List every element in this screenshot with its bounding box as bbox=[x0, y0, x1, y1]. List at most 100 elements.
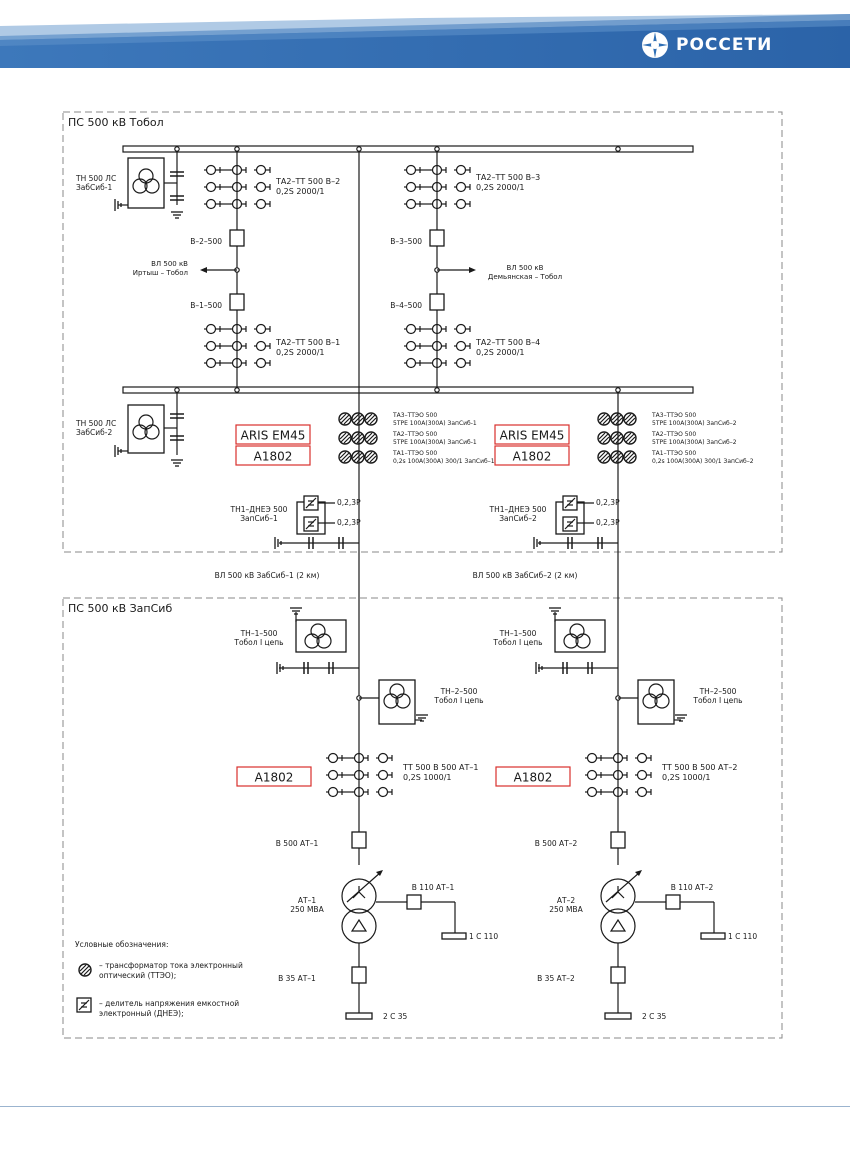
dnez-class-label: 0,2,3Р bbox=[596, 518, 620, 527]
vt-winding bbox=[389, 683, 405, 699]
vt-winding bbox=[569, 623, 585, 639]
ttzo-hatch bbox=[353, 452, 363, 462]
bus-junction bbox=[234, 146, 240, 152]
optical-ct-icon bbox=[364, 412, 378, 426]
ttzo-ring bbox=[610, 431, 624, 445]
breaker-110-icon bbox=[406, 894, 422, 910]
ttzo-hatch bbox=[340, 414, 350, 424]
vt-winding bbox=[648, 683, 664, 699]
bus-junction bbox=[174, 387, 180, 393]
meter-aris-right: ARIS EM45 bbox=[500, 429, 565, 443]
tn1-left-label-line-1: ТН–1–500 bbox=[240, 629, 278, 638]
ttzo-hatch bbox=[352, 432, 360, 440]
arrow-icon bbox=[376, 870, 383, 876]
busbar-500-1 bbox=[122, 145, 694, 153]
ct-coil bbox=[255, 357, 267, 369]
current-transformer-icon bbox=[585, 769, 602, 781]
dnez-arrow bbox=[564, 497, 576, 509]
arrow-right-icon bbox=[469, 267, 476, 273]
b110-at-left-label: В 110 АТ–1 bbox=[412, 883, 455, 892]
current-transformer-icon bbox=[254, 323, 271, 335]
vl-demyan-label-line-2: Демьянская – Тобол bbox=[488, 273, 562, 281]
current-transformer-icon bbox=[404, 198, 421, 210]
ttzo-hatch bbox=[611, 413, 619, 421]
ct-coil bbox=[455, 198, 467, 210]
ttzo-ring bbox=[351, 412, 365, 426]
bus-junction bbox=[434, 387, 440, 393]
autotransformer-winding-icon bbox=[600, 908, 636, 944]
ttzo-hatch bbox=[612, 414, 622, 424]
tt-at-right-label-line-1: ТТ 500 В 500 АТ–2 bbox=[661, 763, 737, 772]
ct-coil bbox=[405, 357, 417, 369]
ground-icon bbox=[675, 714, 687, 722]
meter-a1802-top-left-frame bbox=[235, 445, 311, 466]
ct-coil bbox=[455, 357, 467, 369]
optical-ct-icon bbox=[351, 412, 365, 426]
capacitor-icon bbox=[587, 662, 593, 674]
ttzo-hatch bbox=[339, 432, 347, 440]
current-transformer-icon bbox=[404, 357, 421, 369]
vt-winding bbox=[575, 633, 591, 649]
current-transformer-icon bbox=[404, 181, 421, 193]
dnez-arrow bbox=[78, 999, 90, 1011]
current-transformer-icon bbox=[454, 323, 471, 335]
dnez-left-label-line-1: ТН1–ДНЕЭ 500 bbox=[230, 505, 288, 514]
vt-winding bbox=[563, 633, 579, 649]
ttzo-hatch bbox=[612, 452, 622, 462]
b500-at-right-label: В 500 АТ–2 bbox=[535, 839, 578, 848]
current-transformer-icon bbox=[326, 786, 343, 798]
ttzo-right-label-1: ТА3–ТТЭО 500 bbox=[651, 412, 696, 419]
c35-left-label: 2 С 35 bbox=[383, 1012, 408, 1021]
optical-ct-icon bbox=[610, 412, 624, 426]
current-transformer-icon bbox=[635, 769, 652, 781]
tn-enclosure bbox=[127, 404, 165, 454]
optical-ct-icon bbox=[351, 450, 365, 464]
ttzo-hatch bbox=[339, 451, 347, 459]
current-transformer-icon bbox=[204, 198, 221, 210]
at-right-label-line-2: 250 МВА bbox=[549, 905, 583, 914]
capacitive-divider-icon bbox=[562, 495, 578, 511]
breaker-35-icon bbox=[351, 966, 367, 984]
current-transformer-icon bbox=[204, 181, 221, 193]
breaker-110-icon bbox=[665, 894, 681, 910]
current-transformer-icon bbox=[430, 323, 447, 335]
current-transformer-icon bbox=[230, 323, 247, 335]
optical-ct-icon bbox=[610, 450, 624, 464]
dnez-arrow bbox=[305, 518, 317, 530]
rosseti-logo[interactable]: РОССЕТИ bbox=[640, 28, 772, 62]
capacitor-icon bbox=[170, 413, 184, 419]
ct-coil bbox=[405, 164, 417, 176]
tn1-enclosure bbox=[295, 619, 347, 653]
ttzo-ring bbox=[610, 412, 624, 426]
bus-35-icon bbox=[604, 1012, 632, 1020]
ta-b3-label-line-1: ТА2–ТТ 500 В–3 bbox=[475, 173, 540, 182]
capacitor-icon bbox=[597, 537, 603, 549]
c110-right-label: 1 С 110 bbox=[728, 932, 757, 941]
autotransformer-regulator-arrow bbox=[605, 871, 641, 903]
arrow-icon bbox=[635, 870, 642, 876]
ttzo-hatch bbox=[615, 436, 623, 444]
vt-winding bbox=[132, 424, 148, 440]
ttzo-left-label-5: ТА1–ТТЭО 500 bbox=[392, 450, 437, 457]
ct-coil bbox=[636, 786, 648, 798]
ttzo-hatch bbox=[353, 414, 363, 424]
at-left-label-line-2: 250 МВА bbox=[290, 905, 324, 914]
vt-winding bbox=[310, 623, 326, 639]
current-transformer-icon bbox=[230, 357, 247, 369]
vt-winding bbox=[395, 693, 411, 709]
current-transformer-icon bbox=[230, 164, 247, 176]
ttzo-hatch bbox=[365, 432, 373, 440]
meter-a1802-bottom-left-frame bbox=[236, 766, 312, 787]
current-transformer-icon bbox=[254, 181, 271, 193]
ttzo-hatch bbox=[615, 417, 623, 425]
ttzo-hatch bbox=[353, 433, 363, 443]
ttzo-hatch bbox=[339, 413, 347, 421]
ttzo-ring bbox=[597, 431, 611, 445]
ttzo-ring bbox=[610, 450, 624, 464]
capacitor-icon bbox=[170, 171, 184, 177]
legend-title: Условные обозначения: bbox=[75, 940, 168, 949]
tn500-1-label-line-1: ТН 500 ЛС bbox=[75, 174, 116, 183]
ttzo-hatch bbox=[340, 452, 350, 462]
ttzo-ring bbox=[338, 431, 352, 445]
